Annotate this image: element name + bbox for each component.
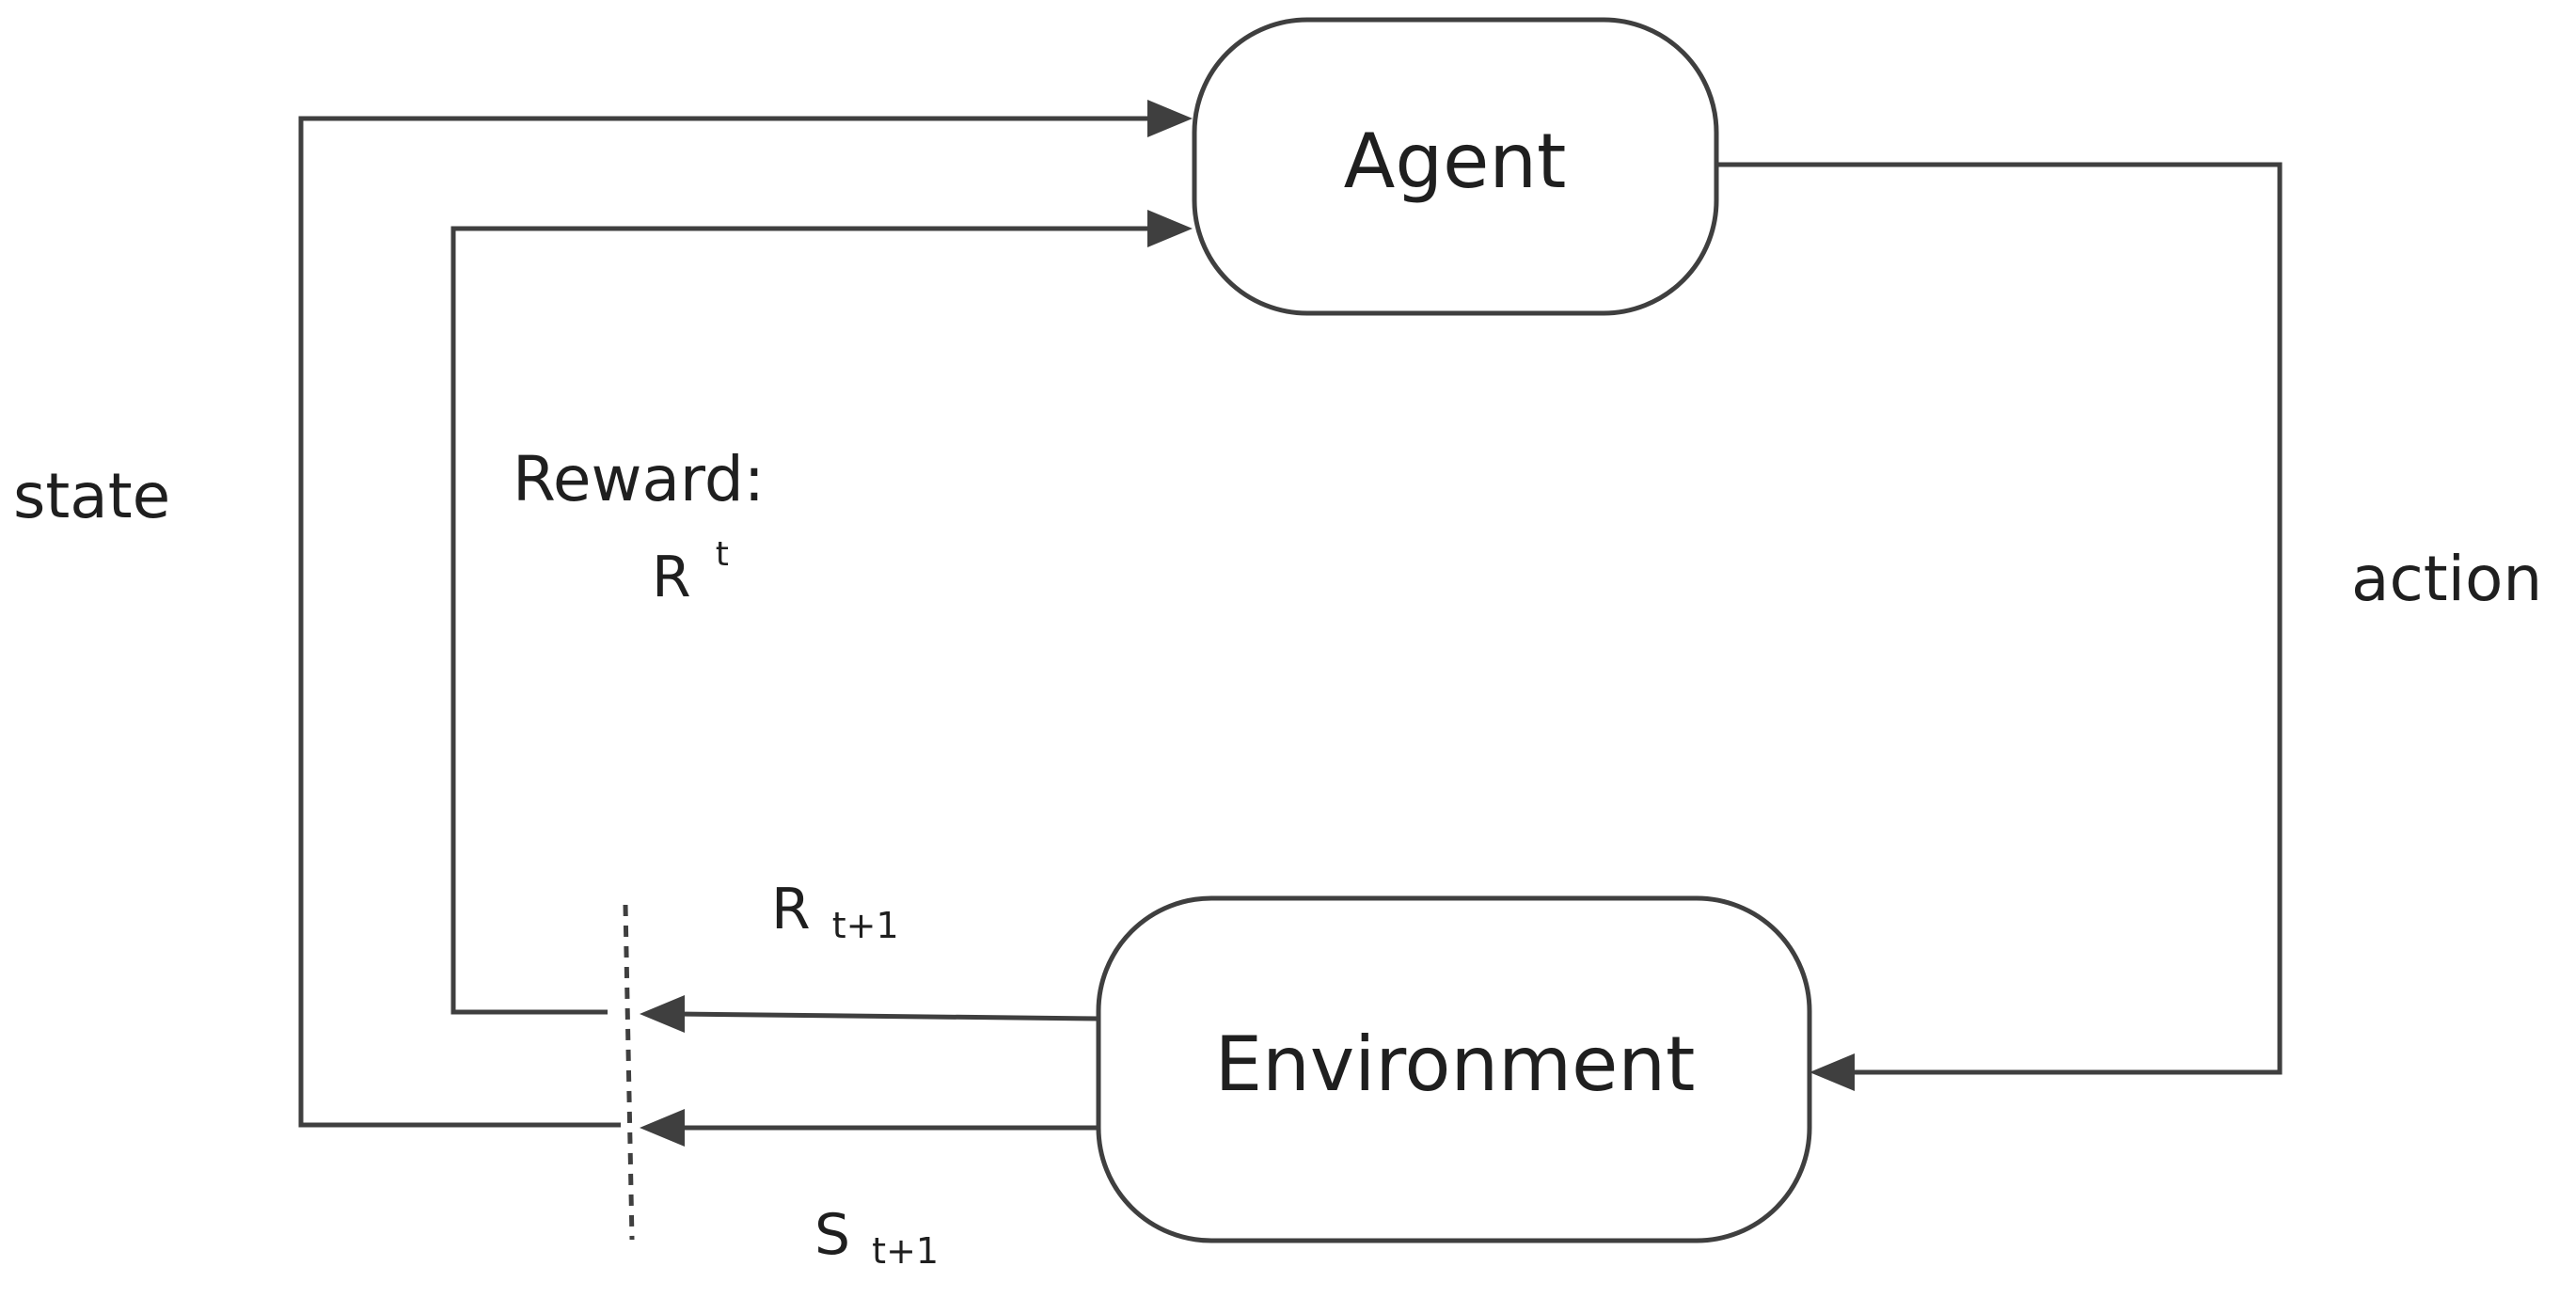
state-next-label: S t+1 [814,1202,939,1272]
reward-superscript-text: t [716,535,729,574]
edge-layer [298,100,2283,1241]
state-feedback-edge [298,116,1157,1128]
reward-next-subscript-text: t+1 [832,905,899,946]
action-label: action [2351,543,2542,615]
node-layer: Agent Environment [1096,17,1812,1243]
reward-base-text: R [652,545,691,610]
label-layer: state action Reward: R t R t+1 S t+1 [13,443,2542,1271]
action-arrowhead [1810,1053,1855,1091]
reward-next-edge [676,1011,1099,1021]
reward-next-base-text: R [771,877,811,942]
reward-arrowhead [1147,210,1193,247]
state-next-subscript-text: t+1 [872,1230,939,1272]
reward-title-label: Reward: [513,443,765,515]
agent-label: Agent [1344,118,1567,205]
time-step-divider [623,904,635,1241]
agent-node [1192,17,1719,316]
reward-next-arrowhead [640,995,685,1033]
action-edge [1716,162,2283,1075]
state-label: state [13,460,170,532]
reward-feedback-edge [450,226,1157,1015]
reward-symbol-label: R t [652,535,729,610]
state-next-arrowhead [640,1109,685,1147]
environment-label: Environment [1215,1021,1696,1108]
state-next-base-text: S [814,1202,850,1268]
state-arrowhead [1147,100,1193,137]
environment-node [1096,895,1812,1243]
reward-next-label: R t+1 [771,877,899,946]
